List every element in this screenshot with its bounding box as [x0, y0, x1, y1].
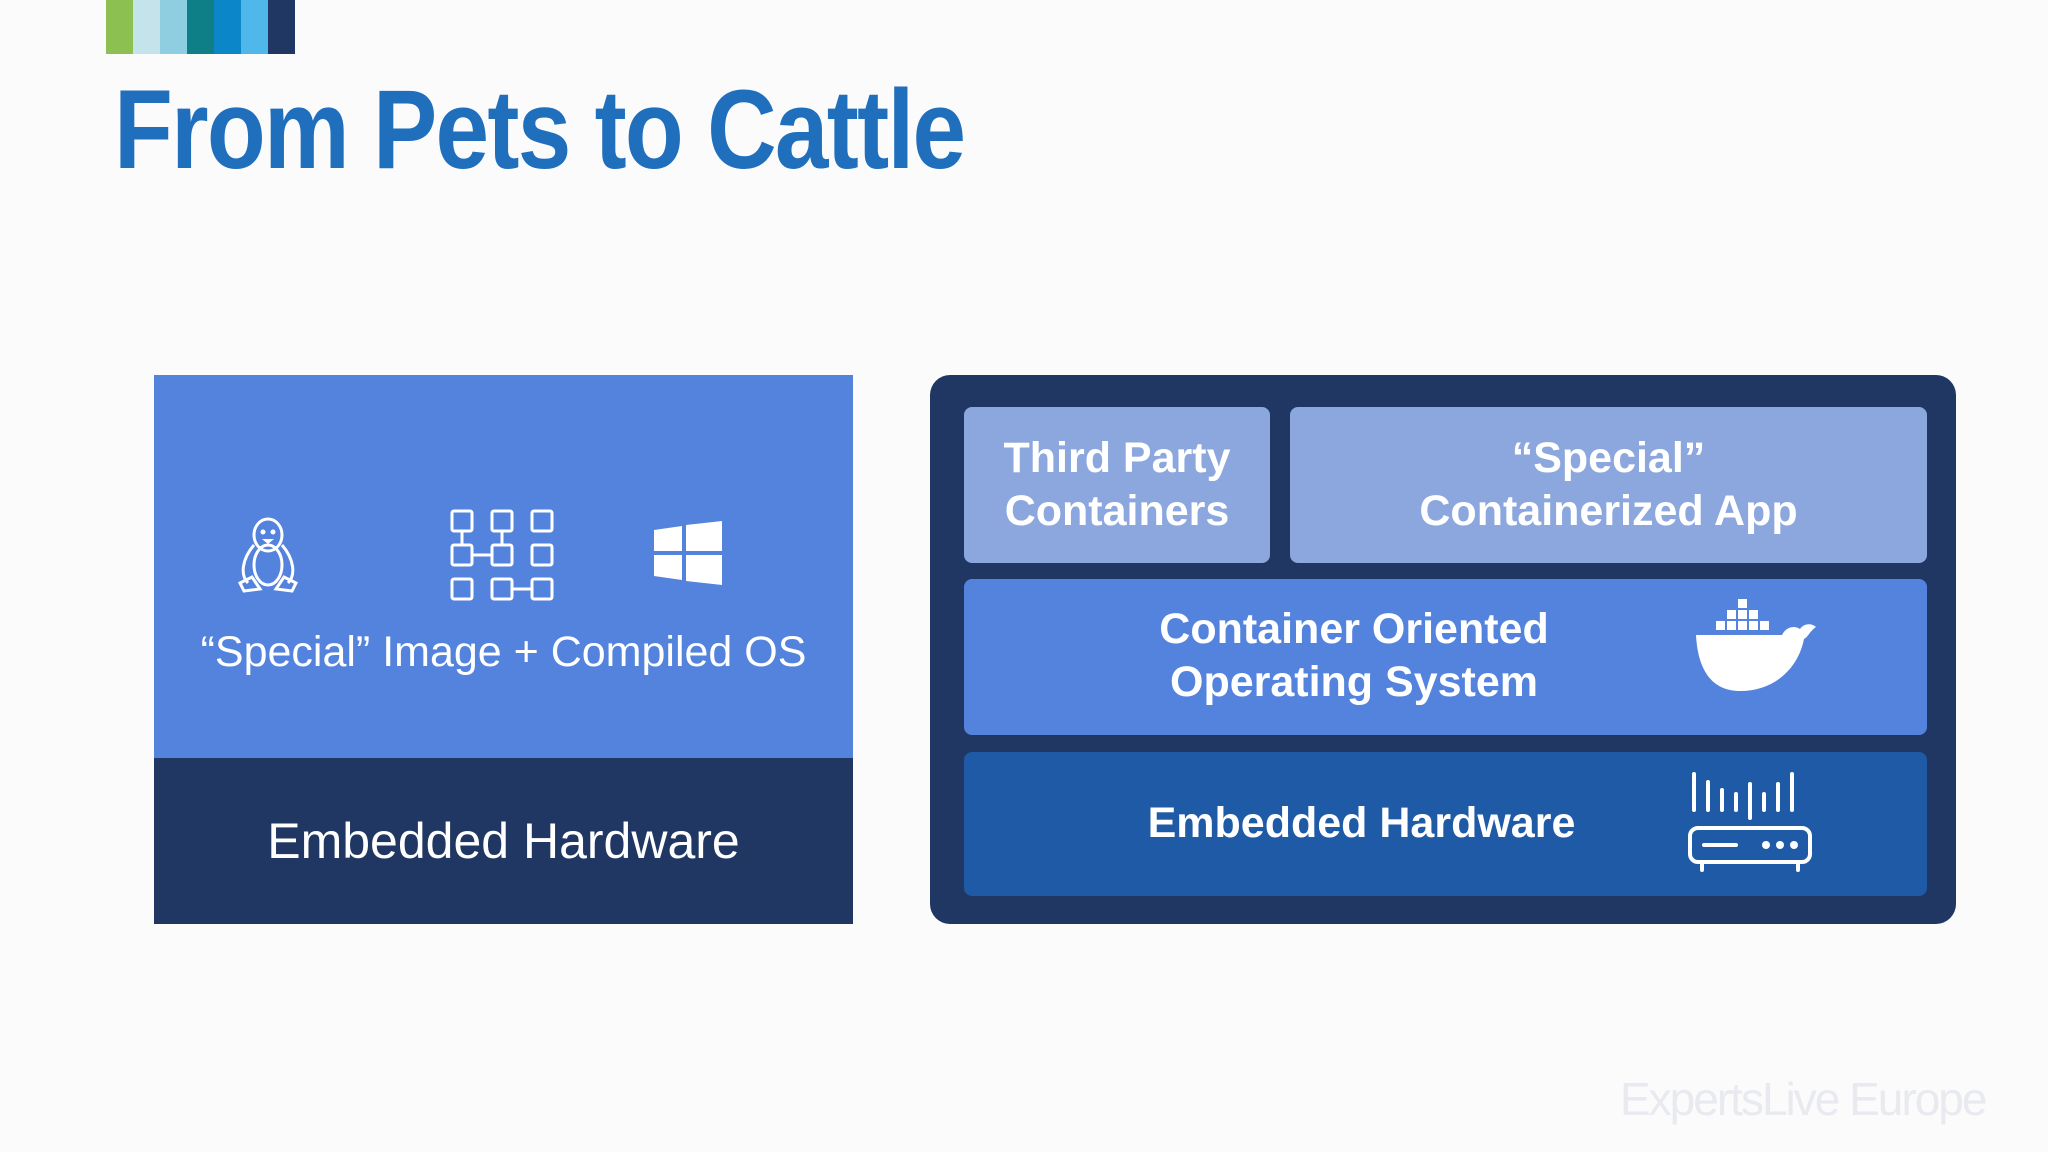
container-os-label: Container Oriented Operating System: [964, 603, 1744, 709]
special-containerized-app-label: “Special” Containerized App: [1419, 434, 1798, 535]
modules-grid-icon: [450, 509, 554, 601]
container-os-tile: Container Oriented Operating System: [964, 579, 1927, 735]
embedded-hardware-tile: Embedded Hardware: [964, 752, 1927, 896]
color-swatch: [160, 0, 187, 54]
special-containerized-app-tile: “Special” Containerized App: [1290, 407, 1927, 563]
linux-tux-icon: [232, 515, 304, 593]
color-swatch: [133, 0, 160, 54]
third-party-containers-label: Third Party Containers: [1003, 434, 1231, 535]
color-swatch: [214, 0, 241, 54]
pets-diagram: “Special” Image + Compiled OS Embedded H…: [154, 375, 853, 924]
special-image-caption: “Special” Image + Compiled OS: [200, 628, 807, 676]
color-swatch: [268, 0, 295, 54]
docker-whale-icon: [1694, 597, 1824, 706]
color-swatch: [106, 0, 133, 54]
router-device-icon: [1686, 770, 1816, 887]
cattle-diagram: Third Party Containers “Special” Contain…: [930, 375, 1956, 924]
color-swatch: [241, 0, 268, 54]
embedded-hardware-label: Embedded Hardware: [1147, 799, 1576, 847]
special-image-block: “Special” Image + Compiled OS: [154, 375, 853, 758]
third-party-containers-tile: Third Party Containers: [964, 407, 1270, 563]
os-icons-row: [154, 505, 853, 605]
embedded-hardware-block: Embedded Hardware: [154, 758, 853, 924]
container-os-text: Container Oriented Operating System: [1159, 605, 1549, 706]
slide-title: From Pets to Cattle: [114, 67, 966, 192]
brand-color-bar: [106, 0, 295, 54]
color-swatch: [187, 0, 214, 54]
event-watermark: ExpertsLive Europe: [1620, 1073, 1987, 1125]
windows-logo-icon: [654, 521, 722, 585]
